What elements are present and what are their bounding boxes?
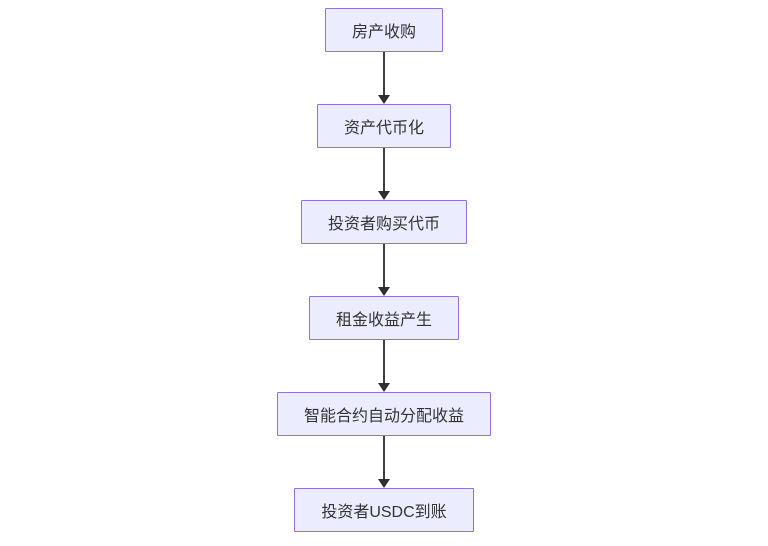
edge-line	[383, 244, 385, 288]
flow-node-label: 投资者USDC到账	[321, 504, 447, 521]
edge-line	[383, 340, 385, 384]
flow-node-label: 资产代币化	[343, 120, 424, 137]
flow-node-property-acquisition: 房产收购	[324, 8, 443, 52]
flow-edge-5	[378, 436, 390, 488]
arrowhead-down-icon	[378, 383, 390, 392]
flow-node-rental-income-generated: 租金收益产生	[308, 296, 459, 340]
flow-node-smart-contract-distributes-income: 智能合约自动分配收益	[276, 392, 491, 436]
flow-node-label: 房产收购	[351, 24, 416, 41]
flow-node-label: 智能合约自动分配收益	[303, 408, 464, 425]
flow-node-investors-receive-usdc: 投资者USDC到账	[294, 488, 474, 532]
flow-edge-3	[378, 244, 390, 296]
flow-edge-4	[378, 340, 390, 392]
flow-node-label: 租金收益产生	[335, 312, 432, 329]
arrowhead-down-icon	[378, 191, 390, 200]
flow-edge-2	[378, 148, 390, 200]
edge-line	[383, 52, 385, 96]
arrowhead-down-icon	[378, 95, 390, 104]
flow-node-investors-buy-tokens: 投资者购买代币	[300, 200, 467, 244]
flow-edge-1	[378, 52, 390, 104]
flow-node-asset-tokenization: 资产代币化	[316, 104, 451, 148]
edge-line	[383, 148, 385, 192]
arrowhead-down-icon	[378, 287, 390, 296]
arrowhead-down-icon	[378, 479, 390, 488]
edge-line	[383, 436, 385, 480]
flow-node-label: 投资者购买代币	[327, 216, 440, 233]
